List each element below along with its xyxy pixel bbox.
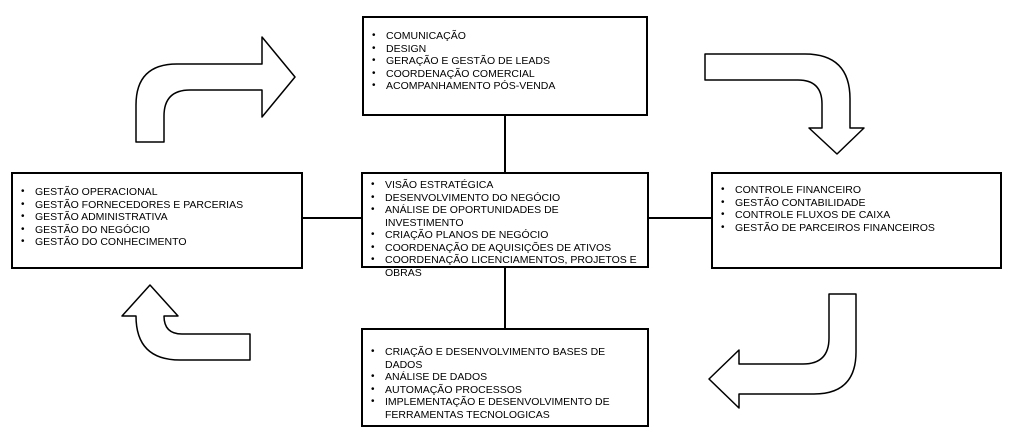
list-item: IMPLEMENTAÇÃO E DESENVOLVIMENTO DE FERRA… xyxy=(367,396,639,421)
item-list: GESTÃO OPERACIONAL GESTÃO FORNECEDORES E… xyxy=(17,186,293,249)
list-item: GESTÃO ADMINISTRATIVA xyxy=(17,211,293,224)
item-list: CRIAÇÃO E DESENVOLVIMENTO BASES DE DADOS… xyxy=(367,346,639,421)
arrow-top-right-icon xyxy=(704,53,865,155)
list-item: GESTÃO DO NEGÓCIO xyxy=(17,224,293,237)
arrow-bottom-left-icon xyxy=(121,284,251,361)
box-commercial: COMUNICAÇÃO DESIGN GERAÇÃO E GESTÃO DE L… xyxy=(362,16,648,116)
item-list: COMUNICAÇÃO DESIGN GERAÇÃO E GESTÃO DE L… xyxy=(368,30,638,93)
list-item: AUTOMAÇÃO PROCESSOS xyxy=(367,384,639,397)
list-item: CRIAÇÃO E DESENVOLVIMENTO BASES DE DADOS xyxy=(367,346,639,371)
box-finance: CONTROLE FINANCEIRO GESTÃO CONTABILIDADE… xyxy=(711,172,1002,269)
list-item: GESTÃO CONTABILIDADE xyxy=(717,197,992,210)
arrow-top-left-icon xyxy=(135,36,296,143)
list-item: COORDENAÇÃO LICENCIAMENTOS, PROJETOS E O… xyxy=(367,254,639,279)
list-item: VISÃO ESTRATÉGICA xyxy=(367,179,639,192)
list-item: DESENVOLVIMENTO DO NEGÓCIO xyxy=(367,192,639,205)
arrow-bottom-right-icon xyxy=(708,293,857,409)
list-item: DESIGN xyxy=(368,43,638,56)
list-item: ACOMPANHAMENTO PÓS-VENDA xyxy=(368,80,638,93)
item-list: CONTROLE FINANCEIRO GESTÃO CONTABILIDADE… xyxy=(717,184,992,234)
item-list: VISÃO ESTRATÉGICA DESENVOLVIMENTO DO NEG… xyxy=(367,179,639,279)
list-item: GERAÇÃO E GESTÃO DE LEADS xyxy=(368,55,638,68)
list-item: GESTÃO FORNECEDORES E PARCERIAS xyxy=(17,199,293,212)
list-item: ANÁLISE DE DADOS xyxy=(367,371,639,384)
list-item: GESTÃO OPERACIONAL xyxy=(17,186,293,199)
list-item: ANÁLISE DE OPORTUNIDADES DE INVESTIMENTO xyxy=(367,204,639,229)
box-operations: GESTÃO OPERACIONAL GESTÃO FORNECEDORES E… xyxy=(11,172,303,269)
list-item: COORDENAÇÃO COMERCIAL xyxy=(368,68,638,81)
list-item: CRIAÇÃO PLANOS DE NEGÓCIO xyxy=(367,229,639,242)
list-item: COMUNICAÇÃO xyxy=(368,30,638,43)
list-item: CONTROLE FINANCEIRO xyxy=(717,184,992,197)
box-strategy: VISÃO ESTRATÉGICA DESENVOLVIMENTO DO NEG… xyxy=(361,172,649,279)
list-item: COORDENAÇÃO DE AQUISIÇÕES DE ATIVOS xyxy=(367,242,639,255)
list-item: GESTÃO DE PARCEIROS FINANCEIROS xyxy=(717,222,992,235)
box-data-technology: CRIAÇÃO E DESENVOLVIMENTO BASES DE DADOS… xyxy=(361,328,649,427)
list-item: GESTÃO DO CONHECIMENTO xyxy=(17,236,293,249)
list-item: CONTROLE FLUXOS DE CAIXA xyxy=(717,209,992,222)
